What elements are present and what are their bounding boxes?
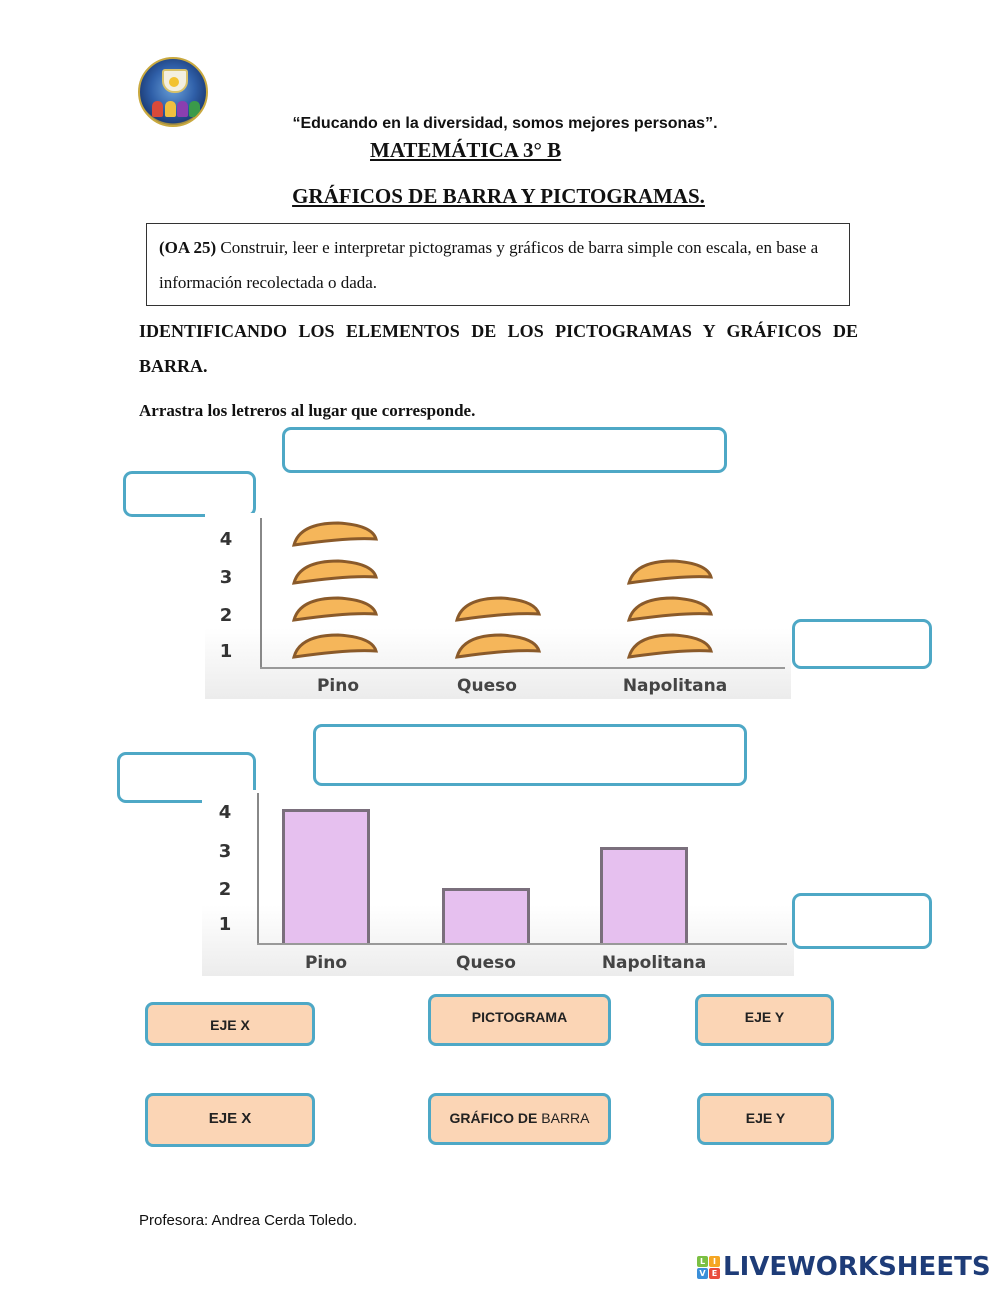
page-title: GRÁFICOS DE BARRA Y PICTOGRAMAS. bbox=[292, 184, 705, 208]
y-tick: 1 bbox=[219, 641, 233, 662]
empanada-icon bbox=[626, 596, 714, 622]
empanada-icon bbox=[626, 633, 714, 659]
empanada-icon bbox=[454, 596, 542, 622]
empanada-icon bbox=[454, 633, 542, 659]
draggable-label-eje-x[interactable]: EJE X bbox=[145, 1093, 315, 1147]
empanada-icon bbox=[626, 559, 714, 585]
school-crest-icon bbox=[138, 57, 208, 127]
y-tick: 2 bbox=[219, 605, 233, 626]
x-category-label: Napolitana bbox=[622, 676, 728, 696]
drop-zone-pictogram-x-axis[interactable] bbox=[792, 619, 932, 669]
empanada-icon bbox=[291, 596, 379, 622]
y-axis-line bbox=[257, 793, 259, 945]
objective-text: Construir, leer e interpretar pictograma… bbox=[159, 238, 819, 292]
y-tick: 2 bbox=[218, 879, 232, 900]
y-axis-line bbox=[260, 518, 262, 668]
label-text-normal: BARRA bbox=[541, 1110, 590, 1126]
bar-napolitana bbox=[600, 847, 688, 943]
brand-block: E bbox=[709, 1267, 720, 1279]
crest-child-figure bbox=[189, 101, 200, 117]
y-tick: 4 bbox=[218, 802, 232, 823]
liveworksheets-logo[interactable]: L I V E LIVEWORKSHEETS bbox=[697, 1252, 991, 1282]
empanada-icon bbox=[291, 521, 379, 547]
learning-objective-box: (OA 25) Construir, leer e interpretar pi… bbox=[146, 223, 850, 306]
instruction-text: Arrastra los letreros al lugar que corre… bbox=[139, 401, 476, 420]
y-tick: 4 bbox=[219, 529, 233, 550]
brand-blocks-icon: L I V E bbox=[697, 1255, 720, 1279]
bar-queso bbox=[442, 888, 530, 943]
y-tick: 3 bbox=[218, 841, 232, 862]
x-category-label: Pino bbox=[316, 676, 360, 696]
section-heading: IDENTIFICANDO LOS ELEMENTOS DE LOS PICTO… bbox=[139, 321, 858, 376]
bar-pino bbox=[282, 809, 370, 943]
pictogram-chart: 4 3 2 1 Pino Queso Napolitana bbox=[205, 513, 791, 699]
drop-zone-bar-x-axis[interactable] bbox=[792, 893, 932, 949]
objective-code: (OA 25) bbox=[159, 238, 217, 257]
brand-block: I bbox=[709, 1255, 720, 1267]
y-tick: 3 bbox=[219, 567, 233, 588]
brand-name: LIVEWORKSHEETS bbox=[723, 1252, 991, 1282]
crest-sun bbox=[169, 77, 179, 87]
crest-child-figure bbox=[165, 101, 176, 117]
school-motto: “Educando en la diversidad, somos mejore… bbox=[292, 115, 718, 132]
teacher-name: Profesora: Andrea Cerda Toledo. bbox=[139, 1212, 358, 1229]
brand-block: V bbox=[697, 1267, 708, 1279]
drop-zone-pictogram-y-axis[interactable] bbox=[123, 471, 256, 517]
x-category-label: Queso bbox=[457, 676, 517, 696]
draggable-label-eje-x[interactable]: EJE X bbox=[145, 1002, 315, 1046]
empanada-icon bbox=[291, 633, 379, 659]
label-text-bold: GRÁFICO DE bbox=[449, 1110, 538, 1126]
draggable-label-pictograma[interactable]: PICTOGRAMA bbox=[428, 994, 611, 1046]
drop-zone-pictogram-title[interactable] bbox=[282, 427, 727, 473]
drop-zone-bar-title[interactable] bbox=[313, 724, 747, 786]
draggable-label-eje-y[interactable]: EJE Y bbox=[695, 994, 834, 1046]
crest-child-figure bbox=[152, 101, 163, 117]
y-tick: 1 bbox=[218, 914, 232, 935]
x-category-label: Napolitana bbox=[601, 953, 707, 973]
brand-block: L bbox=[697, 1255, 708, 1267]
subject-heading: MATEMÁTICA 3° B bbox=[370, 138, 562, 162]
draggable-label-grafico-de-barra[interactable]: GRÁFICO DE BARRA bbox=[428, 1093, 611, 1145]
crest-child-figure bbox=[177, 101, 188, 117]
x-axis-line bbox=[260, 667, 785, 669]
x-category-label: Queso bbox=[456, 953, 516, 973]
bar-chart: 4 3 2 1 Pino Queso Napolitana bbox=[202, 790, 794, 976]
x-category-label: Pino bbox=[304, 953, 348, 973]
empanada-icon bbox=[291, 559, 379, 585]
x-axis-line bbox=[257, 943, 787, 945]
draggable-label-eje-y[interactable]: EJE Y bbox=[697, 1093, 834, 1145]
